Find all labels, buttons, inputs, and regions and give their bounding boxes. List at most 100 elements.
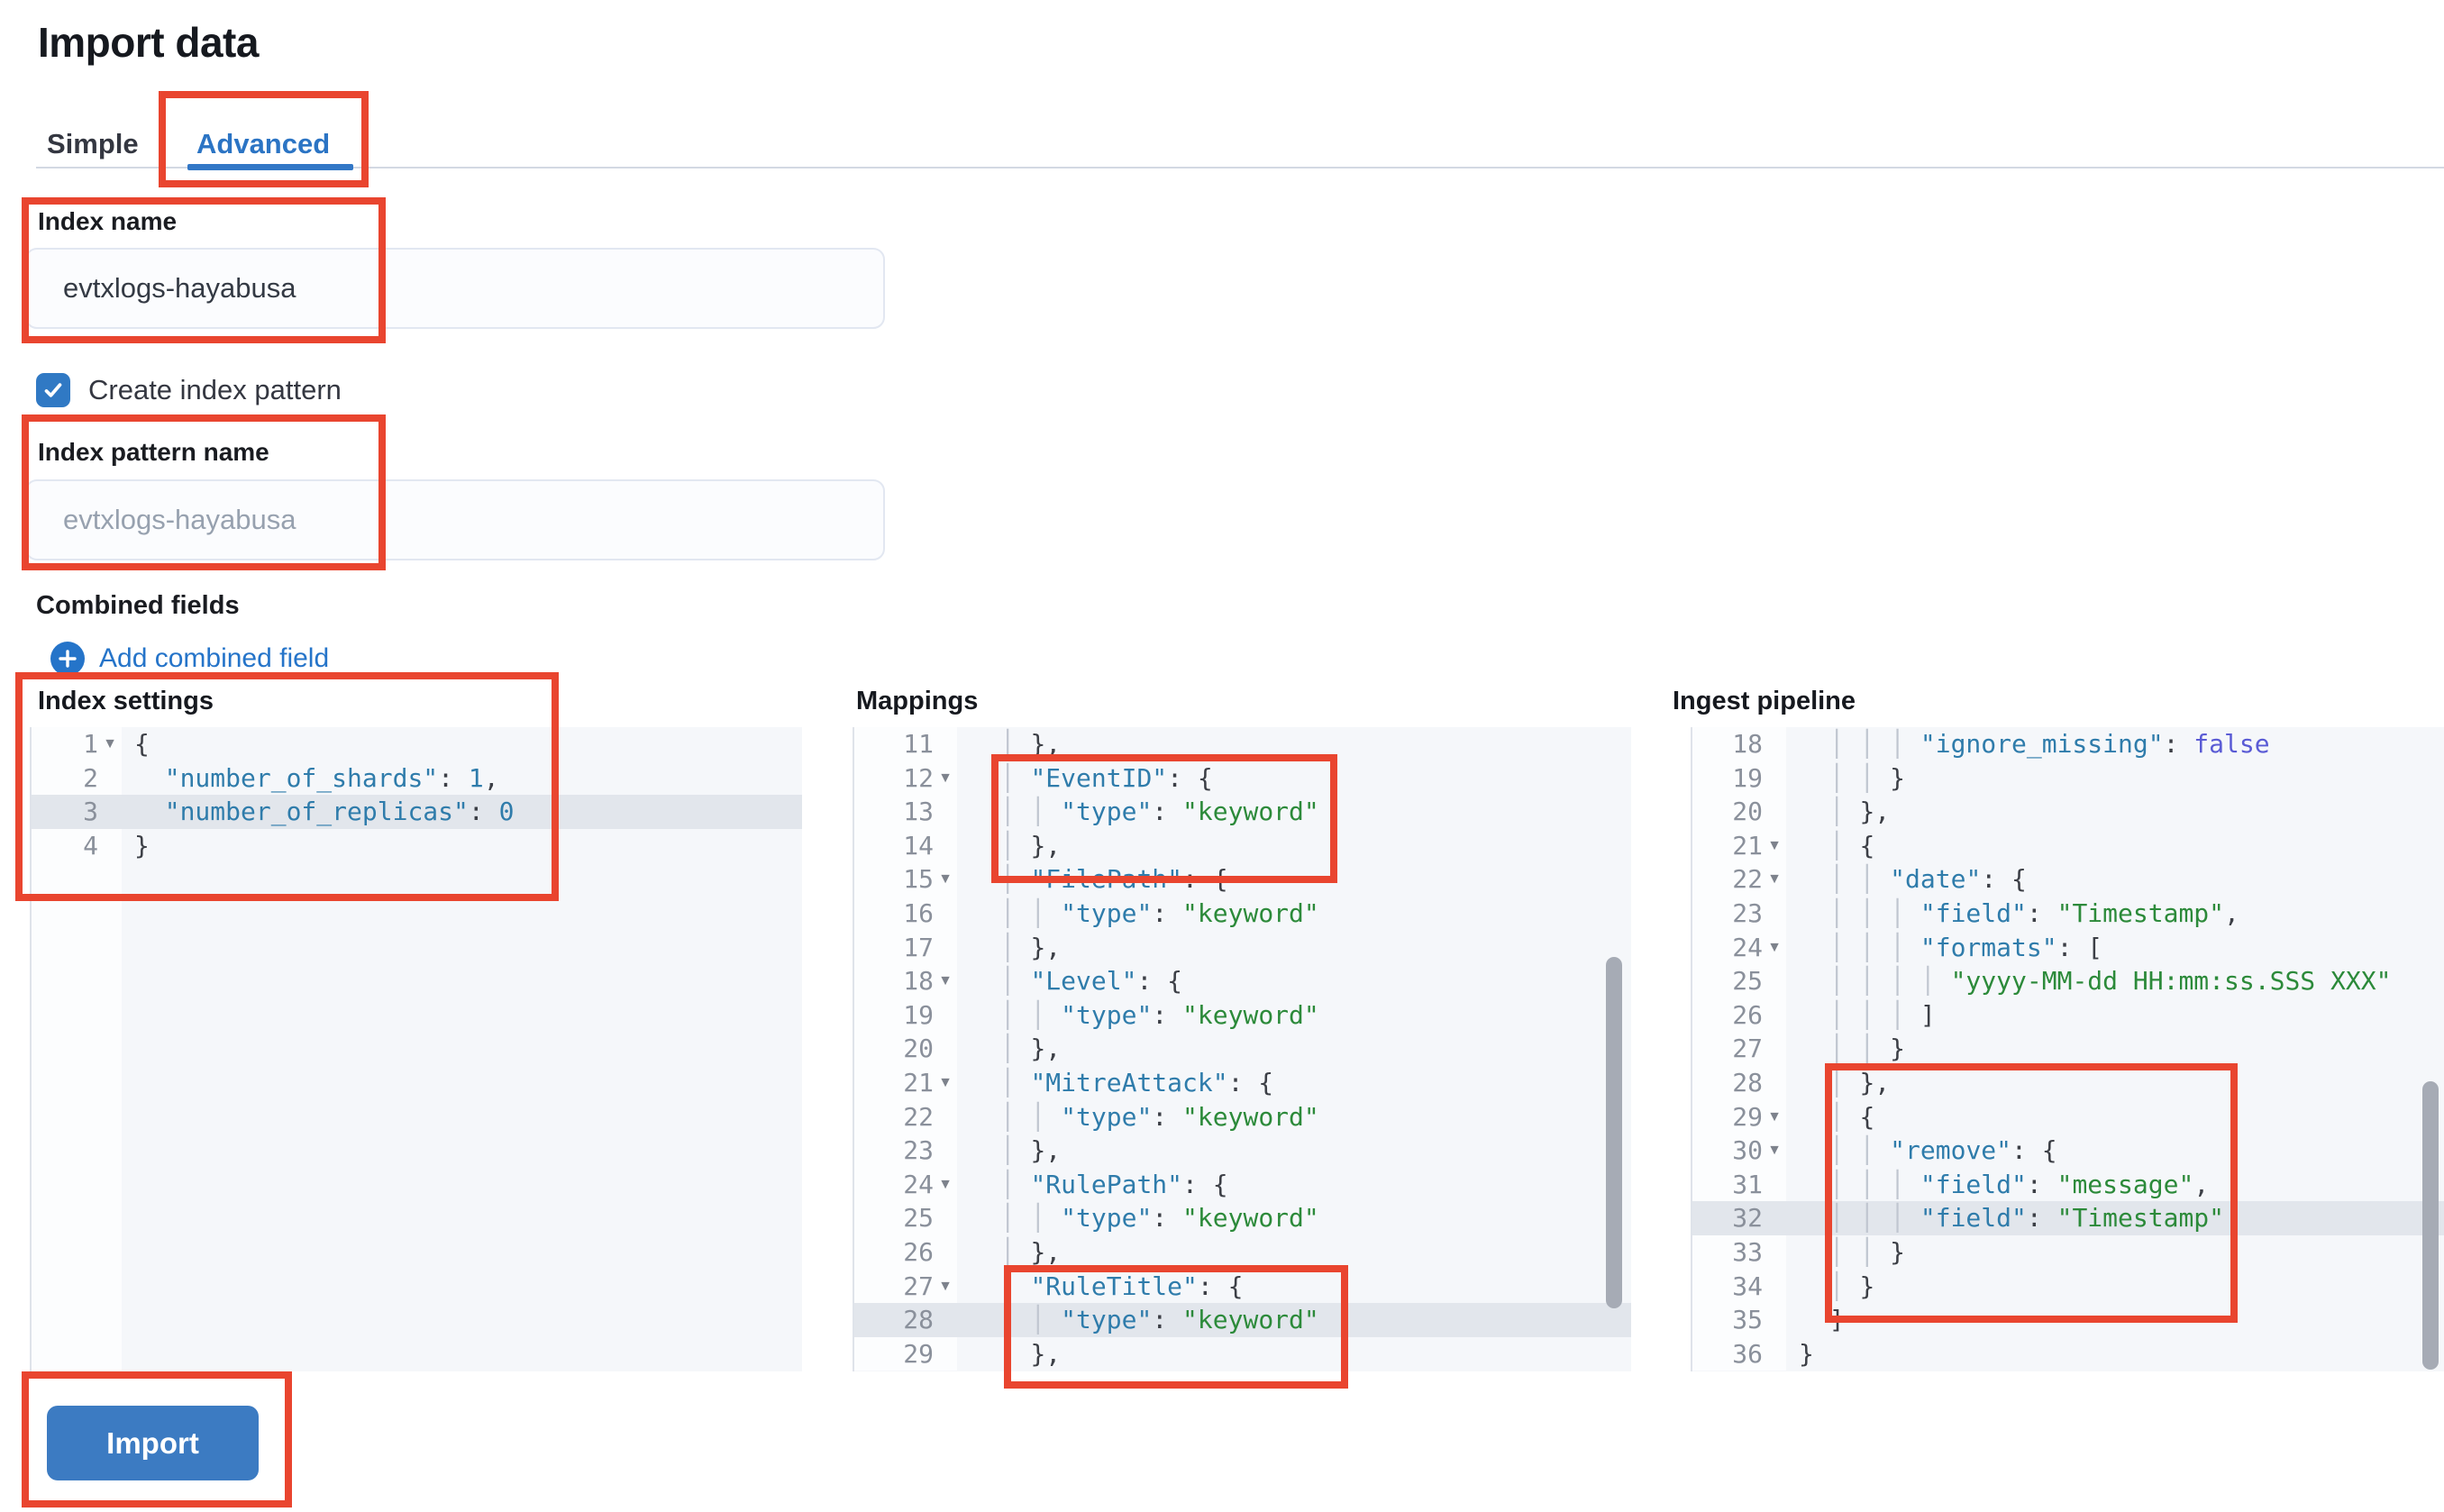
code-line: 2▼ "number_of_shards": 1, xyxy=(32,761,802,796)
index-pattern-name-label: Index pattern name xyxy=(38,438,269,466)
index-settings-editor[interactable]: 1▼{2▼ "number_of_shards": 1,3▼ "number_o… xyxy=(30,727,802,1371)
plus-in-circle-icon xyxy=(50,642,85,676)
code-line: 18▼ │ "Level": { xyxy=(854,964,1631,998)
code-line: 19▼ │ │ "type": "keyword" xyxy=(854,997,1631,1033)
gutter-line-number: 20▼ xyxy=(854,1032,957,1066)
gutter-line-number: 12▼ xyxy=(854,761,957,796)
gutter-line-number: 26▼ xyxy=(854,1234,957,1270)
gutter-line-number: 2▼ xyxy=(32,761,122,796)
code-line: 1▼{ xyxy=(32,727,802,761)
fold-arrow-icon[interactable]: ▼ xyxy=(1767,837,1782,853)
gutter-line-number: 17▼ xyxy=(854,930,957,965)
code-line: 30▼ │ │ "remove": { xyxy=(1692,1134,2444,1168)
code-line: ▼ xyxy=(32,1032,802,1066)
tabs-divider xyxy=(36,167,2444,169)
fold-arrow-icon[interactable]: ▼ xyxy=(103,736,117,751)
gutter-line-number: 3▼ xyxy=(32,795,122,829)
index-name-label: Index name xyxy=(38,207,178,235)
fold-arrow-icon[interactable]: ▼ xyxy=(1767,939,1782,955)
gutter-line-number: 15▼ xyxy=(854,862,957,897)
gutter-line-number: 26▼ xyxy=(1692,997,1786,1033)
gutter-line-number: 13▼ xyxy=(854,795,957,829)
gutter-line-number: 22▼ xyxy=(1692,862,1786,897)
code-line: 20▼ │ }, xyxy=(854,1032,1631,1066)
fold-arrow-icon[interactable]: ▼ xyxy=(938,871,953,888)
code-line: 22▼ │ │ "date": { xyxy=(1692,862,2444,897)
code-line: 29▼ │ { xyxy=(1692,1099,2444,1134)
code-line: 28▼ │ }, xyxy=(1692,1065,2444,1100)
gutter-line-number: 28▼ xyxy=(854,1303,957,1337)
code-line: 29▼ │ }, xyxy=(854,1336,1631,1371)
gutter-line-number: ▼ xyxy=(32,1032,122,1066)
code-line: ▼ xyxy=(32,1201,802,1235)
code-line: 36▼} xyxy=(1692,1336,2444,1371)
code-line: 26▼ │ │ │ ] xyxy=(1692,997,2444,1033)
fold-arrow-icon[interactable]: ▼ xyxy=(938,1074,953,1090)
fold-arrow-icon[interactable]: ▼ xyxy=(1767,1143,1782,1159)
fold-arrow-icon[interactable]: ▼ xyxy=(938,770,953,786)
gutter-line-number: 1▼ xyxy=(32,727,122,761)
gutter-line-number: 19▼ xyxy=(1692,761,1786,796)
create-index-pattern-label: Create index pattern xyxy=(88,374,342,405)
code-line: 16▼ │ │ "type": "keyword" xyxy=(854,896,1631,931)
fold-arrow-icon[interactable]: ▼ xyxy=(938,973,953,989)
gutter-line-number: 31▼ xyxy=(1692,1167,1786,1202)
code-line: 23▼ │ │ │ "field": "Timestamp", xyxy=(1692,896,2444,931)
code-line: ▼ xyxy=(32,1269,802,1304)
mappings-editor[interactable]: 11▼ │ },12▼ │ "EventID": {13▼ │ │ "type"… xyxy=(853,727,1631,1371)
checkmark-icon xyxy=(44,383,62,397)
code-line: 24▼ │ "RulePath": { xyxy=(854,1167,1631,1202)
index-pattern-name-input[interactable] xyxy=(25,479,885,560)
gutter-line-number: 23▼ xyxy=(1692,896,1786,931)
code-line: ▼ xyxy=(32,1167,802,1202)
gutter-line-number: 25▼ xyxy=(1692,964,1786,998)
gutter-line-number: 16▼ xyxy=(854,896,957,931)
fold-arrow-icon[interactable]: ▼ xyxy=(1767,1108,1782,1125)
index-name-input[interactable] xyxy=(25,248,885,329)
tab-simple[interactable]: Simple xyxy=(47,128,139,159)
fold-arrow-icon[interactable]: ▼ xyxy=(938,1176,953,1192)
gutter-line-number: ▼ xyxy=(32,1167,122,1202)
code-line: 28▼ │ │ "type": "keyword" xyxy=(854,1303,1631,1337)
mappings-scrollbar-thumb[interactable] xyxy=(1606,957,1622,1308)
combined-fields-label: Combined fields xyxy=(36,591,240,620)
code-line: 21▼ │ { xyxy=(1692,828,2444,863)
code-line: 32▼ │ │ │ "field": "Timestamp" xyxy=(1692,1201,2444,1235)
gutter-line-number: 30▼ xyxy=(1692,1134,1786,1168)
tab-advanced-selected-underline xyxy=(187,164,353,170)
code-line: ▼ xyxy=(32,1099,802,1134)
code-line: 35▼ ] xyxy=(1692,1303,2444,1337)
add-combined-field-link[interactable]: Add combined field xyxy=(50,642,329,676)
code-line: 15▼ │ "FilePath": { xyxy=(854,862,1631,897)
gutter-line-number: ▼ xyxy=(32,862,122,897)
code-line: ▼ xyxy=(32,1065,802,1100)
code-line: ▼ xyxy=(32,1336,802,1371)
code-line: ▼ xyxy=(32,1303,802,1337)
code-line: 27▼ │ │ } xyxy=(1692,1032,2444,1066)
fold-arrow-icon[interactable]: ▼ xyxy=(938,1278,953,1294)
gutter-line-number: 19▼ xyxy=(854,997,957,1033)
fold-arrow-icon[interactable]: ▼ xyxy=(1767,871,1782,888)
gutter-line-number: 11▼ xyxy=(854,727,957,761)
gutter-line-number: 24▼ xyxy=(854,1167,957,1202)
gutter-line-number: ▼ xyxy=(32,1269,122,1304)
ingest-pipeline-scrollbar-thumb[interactable] xyxy=(2422,1081,2439,1370)
gutter-line-number: ▼ xyxy=(32,896,122,931)
tab-advanced[interactable]: Advanced xyxy=(196,128,331,159)
code-line: ▼ xyxy=(32,896,802,931)
gutter-line-number: 27▼ xyxy=(1692,1032,1786,1066)
code-line: 20▼ │ }, xyxy=(1692,795,2444,829)
import-button[interactable]: Import xyxy=(47,1406,259,1480)
code-line: 33▼ │ │ } xyxy=(1692,1234,2444,1270)
gutter-line-number: 32▼ xyxy=(1692,1201,1786,1235)
ingest-pipeline-label: Ingest pipeline xyxy=(1673,687,1856,715)
gutter-line-number: 25▼ xyxy=(854,1201,957,1235)
code-line: 23▼ │ }, xyxy=(854,1134,1631,1168)
code-line: ▼ xyxy=(32,997,802,1033)
code-line: 22▼ │ │ "type": "keyword" xyxy=(854,1099,1631,1134)
gutter-line-number: 21▼ xyxy=(1692,828,1786,863)
create-index-pattern-checkbox[interactable] xyxy=(36,373,70,407)
code-line: ▼ xyxy=(32,930,802,965)
code-line: 19▼ │ │ } xyxy=(1692,761,2444,796)
